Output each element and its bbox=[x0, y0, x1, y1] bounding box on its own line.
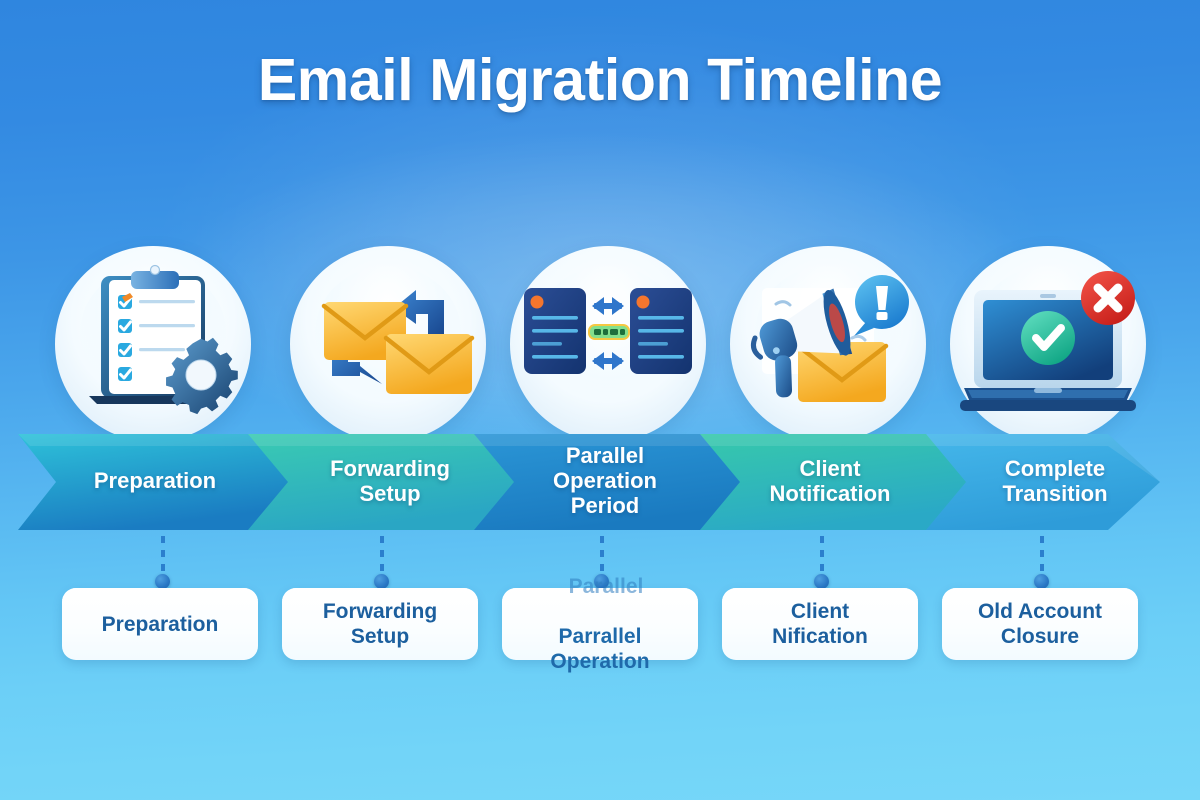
step-card-label-ghost: Parallel bbox=[568, 575, 644, 598]
chevron-label-forwarding-setup: Forwarding Setup bbox=[330, 456, 450, 506]
step-icon-preparation bbox=[55, 246, 251, 442]
step-icon-client-notification bbox=[730, 246, 926, 442]
laptop-check-close-icon bbox=[950, 246, 1146, 442]
step-icon-parallel-operation bbox=[510, 246, 706, 442]
chevron-label-complete-transition: Complete Transition bbox=[1002, 456, 1108, 506]
connector-dot bbox=[594, 574, 609, 589]
connector-parallel-operation bbox=[594, 536, 609, 589]
chevron-band-svg bbox=[18, 434, 1160, 530]
connector-complete-transition bbox=[1034, 536, 1049, 589]
chevron-label-client-notification: Client Notification bbox=[769, 456, 891, 506]
step-card-forwarding-setup[interactable]: Forwarding Setup bbox=[282, 588, 478, 660]
connector-line bbox=[1040, 536, 1044, 582]
connector-line bbox=[820, 536, 824, 582]
step-card-label: Client Nification bbox=[772, 600, 868, 648]
connector-dot bbox=[1034, 574, 1049, 589]
envelopes-forwarding-arrows-icon bbox=[290, 246, 486, 442]
step-card-row: Preparation Forwarding Setup Parallel Pa… bbox=[0, 575, 1200, 673]
step-icon-complete-transition bbox=[950, 246, 1146, 442]
chevron-label-preparation: Preparation bbox=[93, 468, 217, 493]
connector-dot bbox=[814, 574, 829, 589]
step-card-old-account-closure[interactable]: Old Account Closure bbox=[942, 588, 1138, 660]
step-card-parallel-operation[interactable]: Parallel Parrallel Operation bbox=[502, 575, 698, 673]
step-icon-forwarding-setup bbox=[290, 246, 486, 442]
connector-dot bbox=[374, 574, 389, 589]
step-card-label-text: Parrallel Operation bbox=[550, 625, 650, 673]
connector-line bbox=[380, 536, 384, 582]
page-title: Email Migration Timeline bbox=[257, 47, 943, 113]
step-card-preparation[interactable]: Preparation bbox=[62, 588, 258, 660]
timeline-chevron-band: Preparation Forwarding Setup Parallel Op… bbox=[0, 428, 1200, 536]
step-card-client-notification[interactable]: Client Nification bbox=[722, 588, 918, 660]
step-card-label: Preparation bbox=[101, 612, 219, 636]
connector-line bbox=[600, 536, 604, 582]
clipboard-checklist-gear-icon bbox=[55, 246, 251, 442]
step-card-label: Forwarding Setup bbox=[322, 600, 438, 648]
connector-forwarding-setup bbox=[374, 536, 389, 589]
connector-dot bbox=[155, 574, 170, 589]
connector-client-notification bbox=[814, 536, 829, 589]
icon-row bbox=[0, 246, 1200, 446]
two-servers-sync-icon bbox=[510, 246, 706, 442]
step-card-label: Old Account Closure bbox=[977, 600, 1103, 648]
chevron-label-parallel-operation: Parallel Operation Period bbox=[553, 443, 657, 518]
connector-line bbox=[161, 536, 165, 582]
step-card-label: Parallel Parrallel Operation bbox=[550, 574, 649, 674]
connector-preparation bbox=[155, 536, 170, 589]
megaphone-envelope-alert-icon bbox=[730, 246, 926, 442]
